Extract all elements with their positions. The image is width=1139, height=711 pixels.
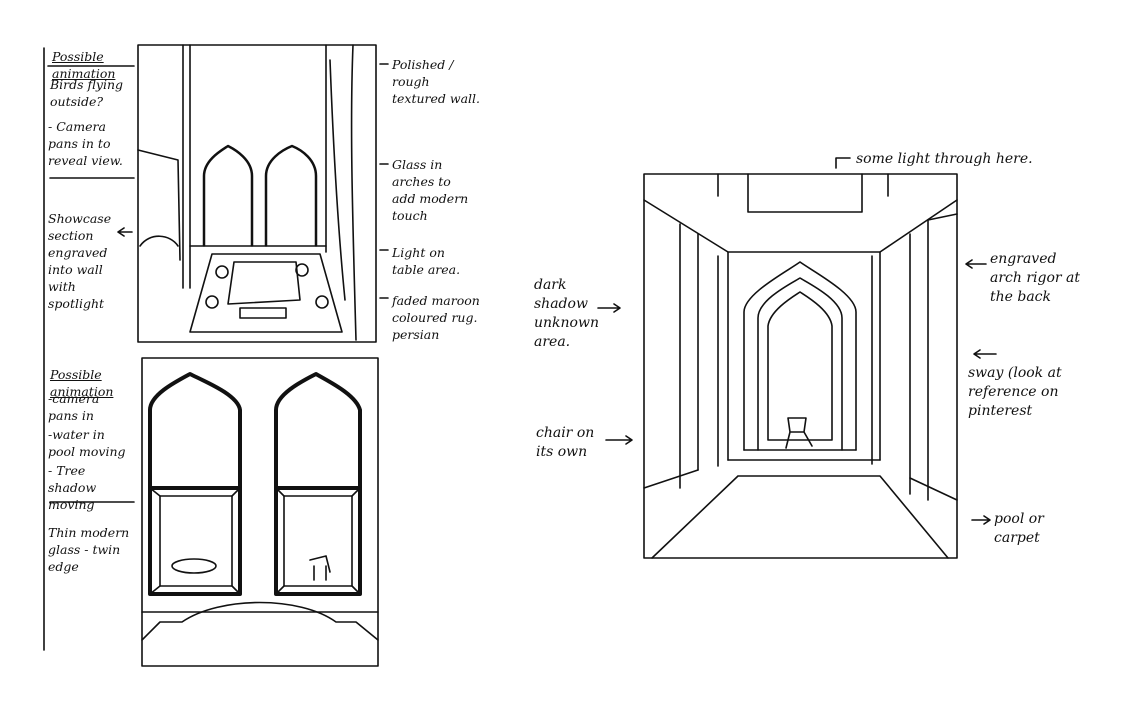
top-note-camera: - Camera pans in to reveal view.: [48, 119, 123, 168]
top-note-birds: Birds flying outside?: [50, 77, 123, 109]
right-note-pool: pool or carpet: [994, 511, 1044, 546]
right-note-chair: chair on its own: [536, 425, 595, 460]
top-note-glass: Glass in arches to add modern touch: [392, 157, 469, 223]
right-note-arch: engraved arch rigor at the back: [990, 251, 1081, 305]
bottom-note-water: -water in pool moving: [48, 427, 126, 459]
top-note-rug: faded maroon coloured rug. persian: [392, 293, 480, 342]
sketch-right-room: [643, 173, 958, 559]
annotation-arrows: [43, 47, 997, 651]
right-note-shadow: dark shadow unknown area.: [534, 277, 599, 350]
bottom-note-camera: -camera pans in: [48, 391, 100, 423]
sketch-bottom-room: [141, 357, 379, 667]
top-note-light: Light on table area.: [392, 245, 461, 277]
bottom-heading: Possible animation: [50, 367, 114, 399]
top-note-wall: Polished / rough textured wall.: [392, 57, 481, 106]
right-note-sway: sway (look at reference on pinterest: [968, 365, 1062, 419]
bottom-note-glass: Thin modern glass - twin edge: [48, 525, 130, 574]
top-heading: Possible animation: [52, 49, 116, 81]
sketch-top-room: [137, 44, 377, 343]
top-note-showcase: Showcase section engraved into wall with…: [48, 211, 112, 311]
bottom-note-tree: - Tree shadow moving: [48, 463, 97, 512]
right-note-light: some light through here.: [856, 151, 1033, 167]
